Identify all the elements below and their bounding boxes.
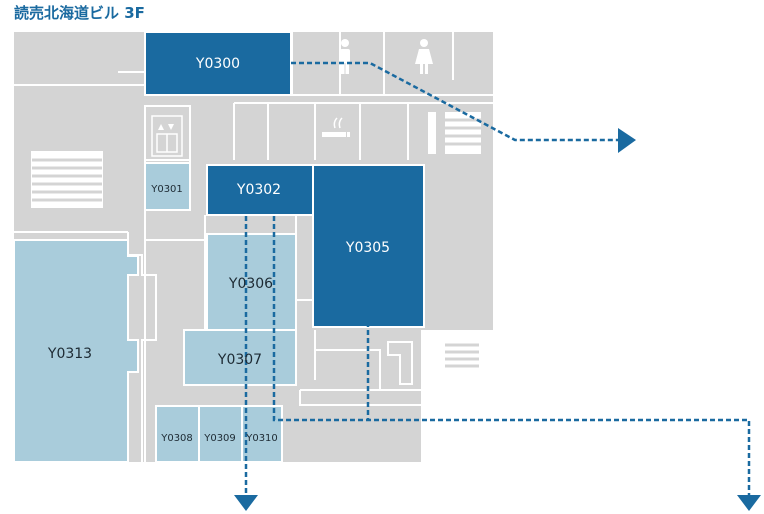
label-y0310: Y0310	[245, 433, 278, 444]
arrow-down-icon	[737, 495, 761, 511]
label-y0309: Y0309	[203, 433, 236, 444]
label-y0306: Y0306	[228, 276, 273, 292]
elevator-icon	[151, 115, 183, 157]
arrow-down-icon	[234, 495, 258, 511]
label-y0313: Y0313	[47, 346, 92, 362]
label-y0308: Y0308	[160, 433, 193, 444]
route-southeast	[272, 192, 751, 495]
rooms-dark	[144, 31, 425, 328]
route-arrows	[234, 128, 761, 511]
stairs-icon	[428, 112, 481, 154]
room-y0309[interactable]	[198, 405, 243, 463]
label-y0307: Y0307	[217, 352, 262, 368]
room-y0306[interactable]	[206, 233, 297, 331]
male-restroom-icon	[340, 39, 350, 74]
label-y0300: Y0300	[195, 56, 240, 72]
room-y0305[interactable]	[312, 164, 425, 328]
female-restroom-icon	[415, 39, 433, 74]
rooms-light	[13, 162, 297, 463]
room-y0307[interactable]	[183, 329, 297, 386]
room-y0300[interactable]	[144, 31, 292, 96]
stairs-icon	[31, 151, 103, 208]
route-lines	[244, 61, 751, 495]
room-y0310[interactable]	[241, 405, 283, 463]
room-labels: Y0300 Y0301 Y0302 Y0305 Y0306 Y0307 Y030…	[47, 56, 390, 444]
room-y0301[interactable]	[144, 162, 191, 211]
label-y0305: Y0305	[345, 240, 390, 256]
floor-title: 読売北海道ビル 3F	[14, 4, 145, 22]
room-y0308[interactable]	[155, 405, 200, 463]
route-east	[291, 61, 618, 142]
arrow-right-icon	[618, 128, 636, 153]
room-y0313[interactable]	[13, 239, 139, 463]
label-y0302: Y0302	[236, 182, 281, 198]
smoking-area-icon	[322, 117, 350, 137]
stairs-icon	[387, 338, 479, 385]
label-y0301: Y0301	[150, 184, 183, 195]
